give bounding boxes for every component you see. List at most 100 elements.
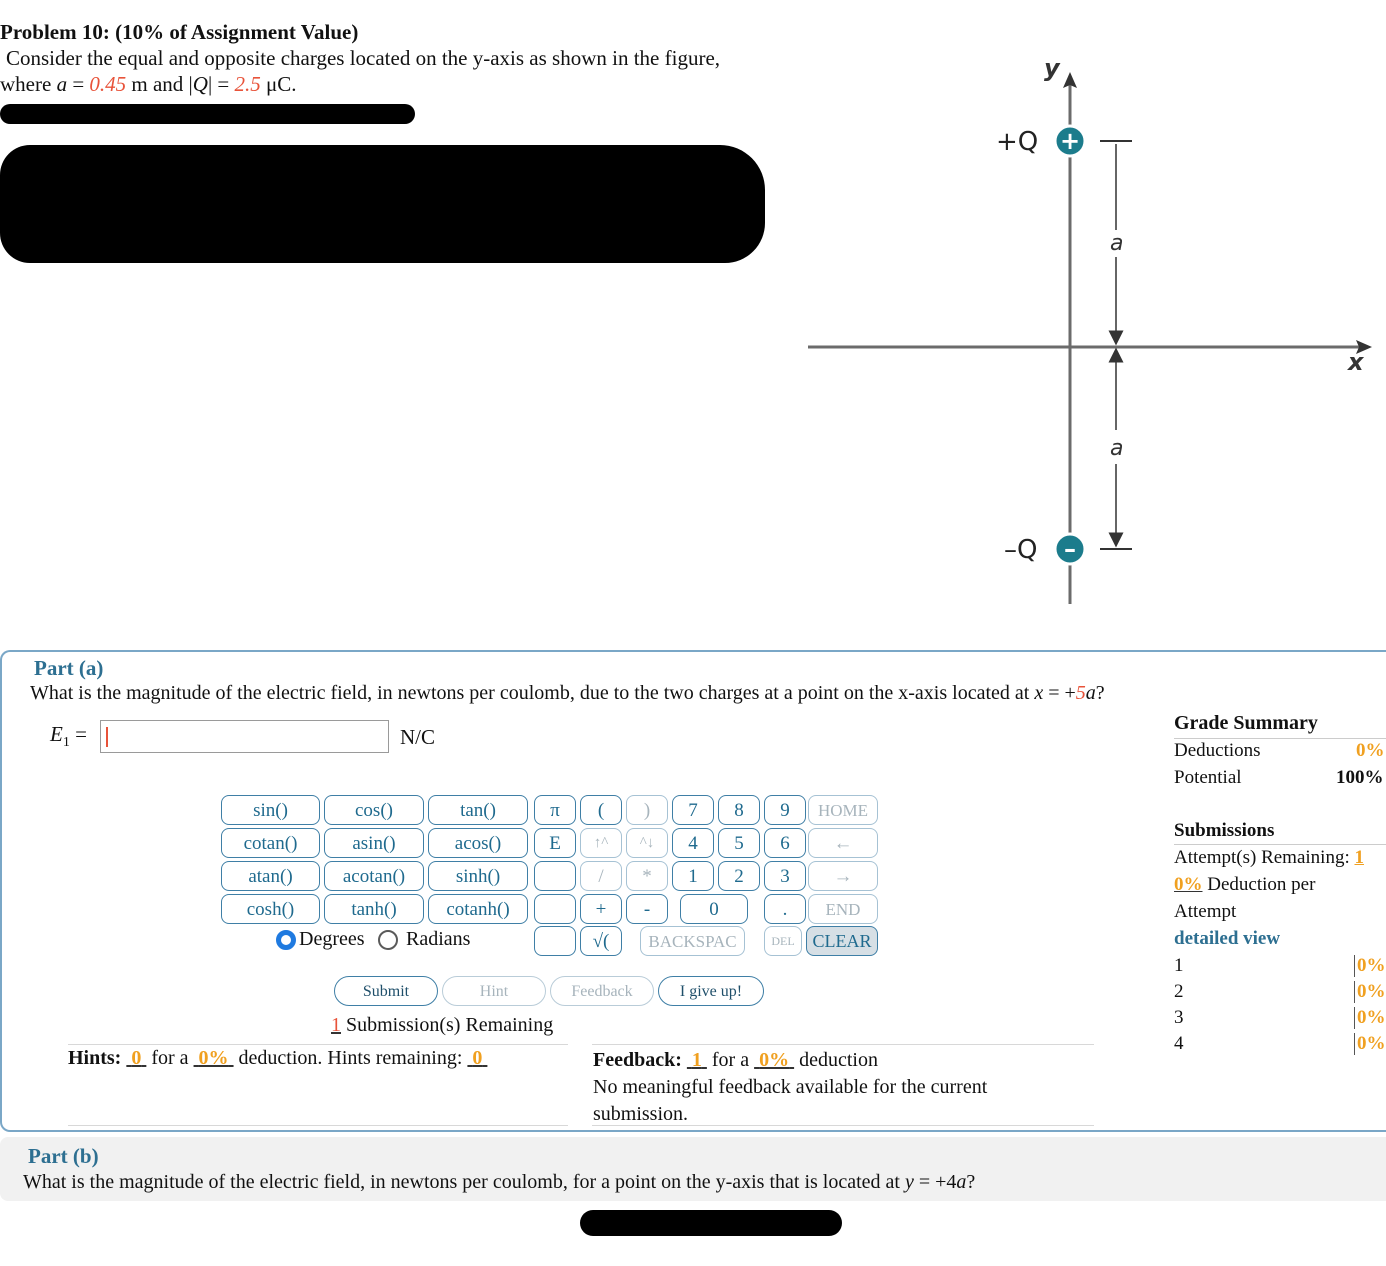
text-cursor [106, 727, 108, 747]
key-open-paren[interactable]: ( [580, 795, 622, 825]
hint-button[interactable]: Hint [442, 976, 546, 1006]
key-sinh[interactable]: sinh() [428, 861, 528, 891]
key-tanh[interactable]: tanh() [324, 894, 424, 924]
key-left-arrow[interactable]: ← [808, 828, 878, 858]
part-a-question: What is the magnitude of the electric fi… [30, 682, 1105, 704]
key-right-arrow[interactable]: → [808, 861, 878, 891]
positive-sign: + [1060, 127, 1080, 155]
radians-label: Radians [406, 928, 471, 950]
key-5[interactable]: 5 [718, 828, 760, 858]
key-delete[interactable]: DEL [764, 926, 802, 956]
key-multiply[interactable]: * [626, 861, 668, 891]
key-pi[interactable]: π [534, 795, 576, 825]
key-9[interactable]: 9 [764, 795, 806, 825]
key-home[interactable]: HOME [808, 795, 878, 825]
part-a-heading: Part (a) [34, 656, 104, 680]
attempt-row-number: 1 [1174, 955, 1184, 976]
potential-label: Potential [1174, 767, 1242, 788]
answer-label: E1 = [50, 722, 87, 751]
divider [68, 1044, 568, 1045]
attempts-remaining: Attempt(s) Remaining: 1 [1174, 847, 1364, 868]
x-axis-arrow [1356, 340, 1372, 354]
attempt-row-pct: 0% [1354, 981, 1386, 1003]
detailed-view-link[interactable]: detailed view [1174, 928, 1281, 949]
key-end[interactable]: END [808, 894, 878, 924]
y-axis-label: y [1044, 54, 1061, 82]
divider [592, 1125, 1094, 1126]
key-cosh[interactable]: cosh() [221, 894, 320, 924]
key-divide[interactable]: / [580, 861, 622, 891]
part-b-heading: Part (b) [28, 1144, 99, 1168]
key-cotan[interactable]: cotan() [221, 828, 320, 858]
degrees-radio[interactable] [276, 930, 296, 950]
redaction-mark [580, 1210, 842, 1236]
give-up-button[interactable]: I give up! [658, 976, 764, 1006]
key-1[interactable]: 1 [672, 861, 714, 891]
key-blank-1[interactable] [534, 861, 576, 891]
redaction-mark [0, 145, 765, 263]
top-charge-label: +Q [996, 127, 1038, 157]
answer-input[interactable] [100, 720, 389, 753]
key-power-down[interactable]: ^↓ [626, 828, 668, 858]
potential-value: 100% [1336, 767, 1384, 788]
attempt-row-number: 3 [1174, 1007, 1184, 1028]
submissions-title: Submissions [1174, 820, 1275, 841]
key-e[interactable]: E [534, 828, 576, 858]
part-b-question: What is the magnitude of the electric fi… [23, 1171, 976, 1193]
q-value: 2.5 [234, 72, 261, 96]
key-close-paren[interactable]: ) [626, 795, 668, 825]
part-a-panel [0, 650, 1386, 1132]
key-sqrt[interactable]: √( [580, 926, 622, 956]
key-2[interactable]: 2 [718, 861, 760, 891]
key-atan[interactable]: atan() [221, 861, 320, 891]
submissions-remaining: 1 Submission(s) Remaining [331, 1014, 554, 1036]
key-4[interactable]: 4 [672, 828, 714, 858]
divider [1174, 738, 1386, 739]
key-sin[interactable]: sin() [221, 795, 320, 825]
negative-charge-icon [1053, 532, 1087, 566]
radians-radio[interactable] [378, 930, 398, 950]
part-b-panel[interactable] [0, 1137, 1386, 1201]
positive-charge-icon [1053, 124, 1087, 158]
attempt-row-number: 4 [1174, 1033, 1184, 1054]
key-tan[interactable]: tan() [428, 795, 528, 825]
key-asin[interactable]: asin() [324, 828, 424, 858]
lower-distance-label: a [1110, 436, 1123, 461]
upper-distance-label: a [1110, 231, 1123, 256]
key-decimal[interactable]: . [764, 894, 806, 924]
key-power-up[interactable]: ↑^ [580, 828, 622, 858]
statement-line-2: where a = 0.45 m and |Q| = 2.5 μC. [0, 72, 297, 96]
y-axis-arrow [1063, 72, 1077, 88]
degrees-label: Degrees [299, 928, 365, 950]
problem-title: Problem 10: (10% of Assignment Value) [0, 20, 359, 44]
problem-statement: Consider the equal and opposite charges … [0, 45, 760, 97]
key-8[interactable]: 8 [718, 795, 760, 825]
hints-info: Hints: 0 for a 0% deduction. Hints remai… [68, 1047, 483, 1069]
attempt-row-pct: 0% [1354, 1033, 1386, 1055]
attempt-row-pct: 0% [1354, 1007, 1386, 1029]
key-minus[interactable]: - [626, 894, 668, 924]
key-cotanh[interactable]: cotanh() [428, 894, 528, 924]
unit-label: N/C [400, 725, 436, 749]
key-blank-3[interactable] [534, 926, 576, 956]
key-cos[interactable]: cos() [324, 795, 424, 825]
key-acos[interactable]: acos() [428, 828, 528, 858]
key-7[interactable]: 7 [672, 795, 714, 825]
feedback-button[interactable]: Feedback [550, 976, 654, 1006]
key-3[interactable]: 3 [764, 861, 806, 891]
key-6[interactable]: 6 [764, 828, 806, 858]
deductions-value: 0% [1356, 740, 1385, 761]
divider [68, 1125, 568, 1126]
deduction-per-attempt: 0% Deduction per [1174, 874, 1316, 895]
key-backspace[interactable]: BACKSPAC [640, 926, 745, 956]
key-plus[interactable]: + [580, 894, 622, 924]
statement-line-1: Consider the equal and opposite charges … [6, 46, 721, 70]
grade-summary-title: Grade Summary [1174, 712, 1318, 734]
key-acotan[interactable]: acotan() [324, 861, 424, 891]
key-blank-2[interactable] [534, 894, 576, 924]
attempt-row-pct: 0% [1354, 955, 1386, 977]
bottom-charge-label: –Q [1004, 535, 1037, 565]
key-clear[interactable]: CLEAR [806, 926, 878, 956]
submit-button[interactable]: Submit [334, 976, 438, 1006]
key-0[interactable]: 0 [680, 894, 748, 924]
